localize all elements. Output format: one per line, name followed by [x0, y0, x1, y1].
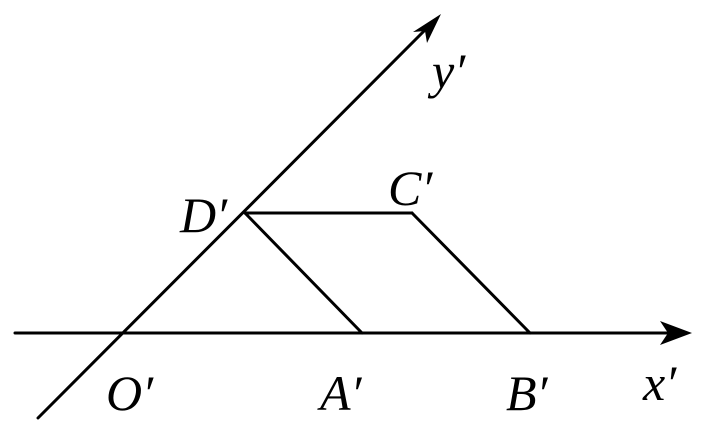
- point-o-label: O′: [106, 365, 154, 421]
- point-b-label: B′: [506, 365, 549, 421]
- point-d-label: D′: [179, 187, 228, 243]
- y-axis-line: [36, 20, 435, 420]
- y-axis-label: y′: [427, 43, 466, 99]
- x-axis-arrow-icon: [660, 321, 692, 345]
- segment-c-b: [410, 211, 532, 335]
- point-a-label: A′: [317, 365, 363, 421]
- x-axis-label: x′: [642, 355, 677, 411]
- segment-d-a: [243, 211, 364, 335]
- point-c-label: C′: [388, 160, 433, 216]
- y-axis-arrow-icon: [413, 14, 441, 43]
